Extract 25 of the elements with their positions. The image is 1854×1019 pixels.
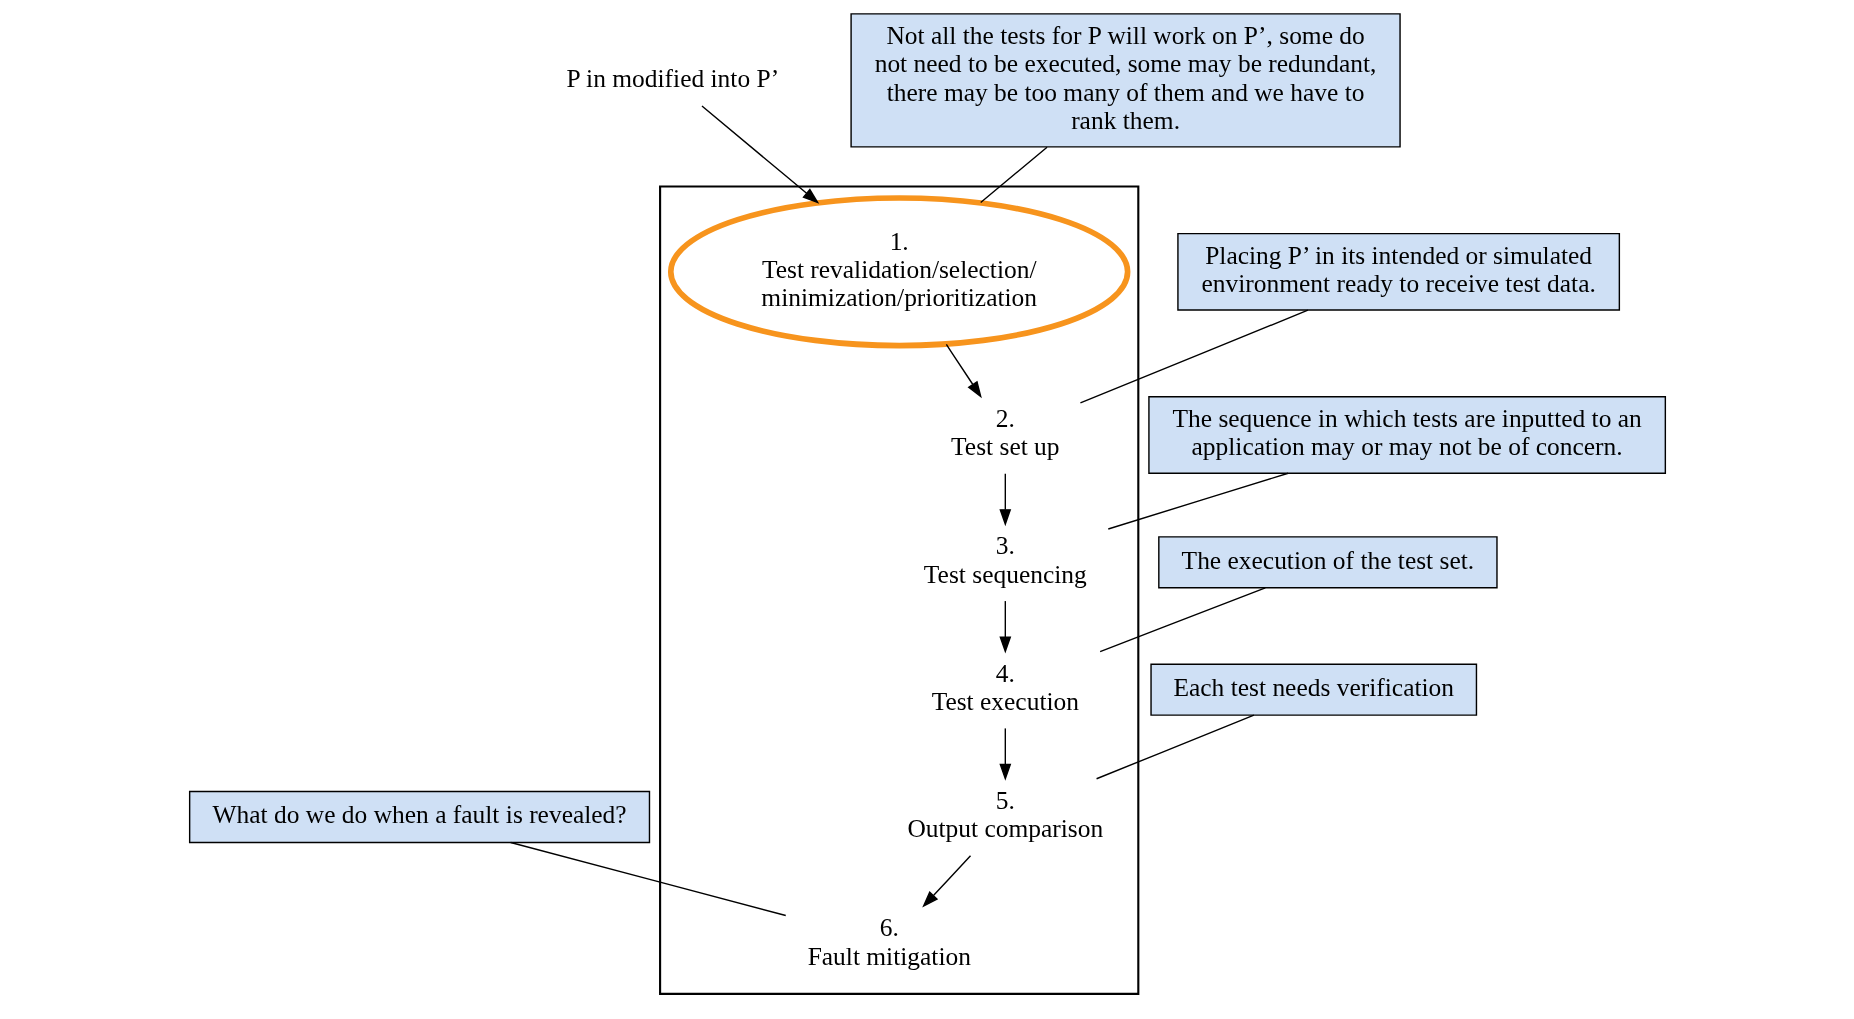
connector	[979, 146, 1048, 204]
arrow	[921, 855, 971, 908]
node-text: 3. Test sequencing	[923, 531, 1087, 589]
connector	[1107, 472, 1289, 530]
arrow	[945, 343, 982, 399]
connector	[1098, 587, 1266, 653]
node-box: What do we do when a fault is revealed?	[188, 790, 650, 844]
arrow	[998, 727, 1011, 781]
node-text: 6. Fault mitigation	[807, 913, 971, 971]
connector	[509, 841, 786, 917]
connector	[1095, 714, 1255, 780]
node-box: The sequence in which tests are inputted to an application may or may not be of concern.	[1147, 396, 1666, 474]
node-box: The execution of the test set.	[1157, 536, 1498, 589]
node-text: 5. Output comparison	[906, 786, 1103, 844]
node-text: P in modified into P’	[566, 63, 779, 93]
node-box: Each test needs verification	[1149, 663, 1477, 716]
node-text: 2. Test set up	[950, 404, 1060, 462]
arrow	[998, 600, 1011, 654]
node-ellipse: 1. Test revalidation/selection/ minimization/prioritization	[667, 195, 1130, 349]
node-text: 4. Test execution	[931, 658, 1079, 717]
connector	[1079, 309, 1309, 404]
arrow	[700, 105, 819, 204]
node-box: Placing P’ in its intended or simulated environment ready to receive test data.	[1176, 232, 1620, 311]
node-box: Not all the tests for P will work on P’, some do not need to be executed, some may be redundant, there may be too many of them and we have to rank them.	[849, 13, 1401, 148]
arrow	[998, 473, 1011, 527]
